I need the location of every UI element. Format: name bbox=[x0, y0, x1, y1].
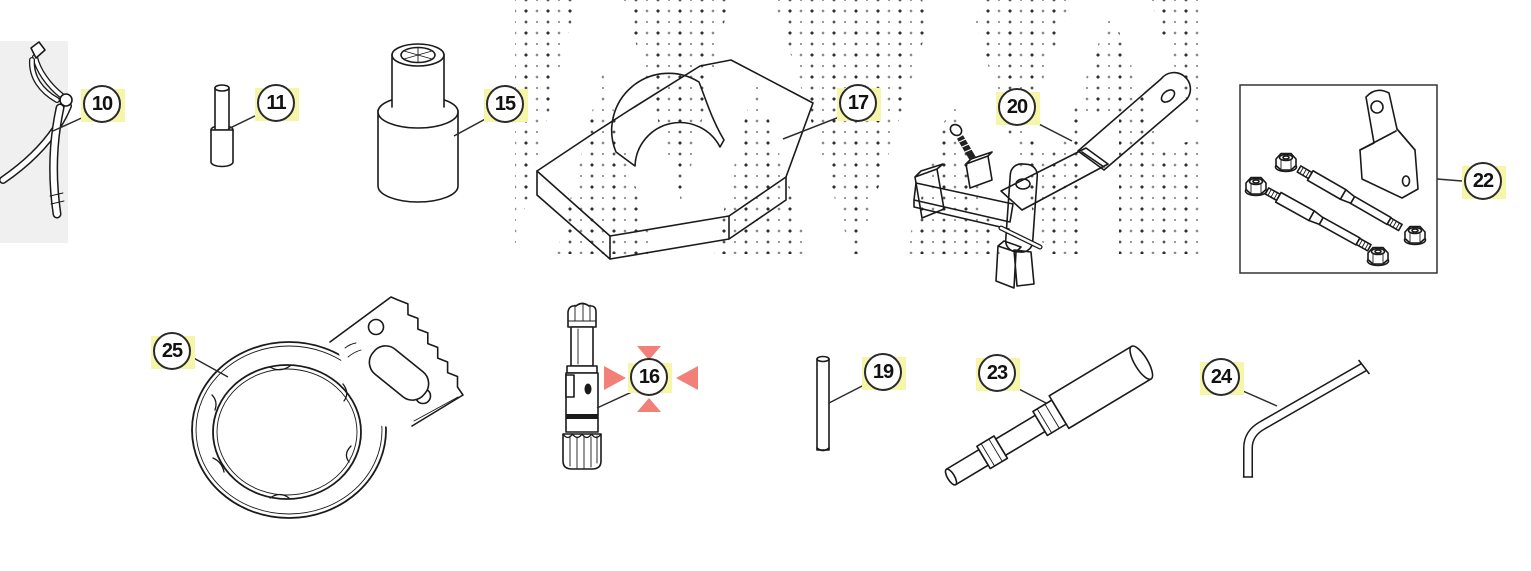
selection-arrow-up-icon bbox=[637, 398, 661, 412]
selection-arrow-left-icon bbox=[676, 366, 698, 390]
callout-number: 22 bbox=[1472, 169, 1494, 192]
callout-circle: 25 bbox=[153, 332, 191, 370]
callout-25[interactable]: 25 bbox=[151, 332, 195, 370]
callout-number: 20 bbox=[1006, 95, 1028, 118]
callout-circle: 20 bbox=[998, 88, 1036, 126]
callout-15[interactable]: 15 bbox=[484, 85, 528, 123]
selection-arrow-down-icon bbox=[637, 346, 661, 360]
callout-number: 19 bbox=[872, 360, 894, 383]
callout-number: 11 bbox=[266, 91, 286, 114]
callout-circle: 17 bbox=[839, 84, 877, 122]
callout-number: 25 bbox=[161, 339, 183, 362]
tool-hex-key[interactable] bbox=[1242, 359, 1370, 478]
tool-lever-bracket[interactable] bbox=[913, 71, 1192, 289]
tool-stud-kit[interactable] bbox=[1239, 84, 1438, 274]
nut bbox=[1274, 152, 1298, 173]
callout-number: 23 bbox=[986, 361, 1008, 384]
tool-holding-plate[interactable] bbox=[536, 59, 814, 260]
watermark-dots bbox=[515, 0, 1205, 254]
callout-circle: 22 bbox=[1464, 162, 1502, 200]
tool-stepped-drift[interactable] bbox=[938, 343, 1156, 495]
callout-24[interactable]: 24 bbox=[1200, 358, 1244, 396]
selection-arrow-right-icon bbox=[604, 366, 626, 390]
callout-circle: 10 bbox=[83, 85, 121, 123]
watermark-letter-gap bbox=[1083, 115, 1119, 254]
callout-22[interactable]: 22 bbox=[1462, 162, 1506, 200]
tool-ring-spanner[interactable] bbox=[191, 296, 465, 519]
callout-11[interactable]: 11 bbox=[255, 84, 299, 122]
callout-19[interactable]: 19 bbox=[862, 353, 906, 391]
callout-circle: 11 bbox=[257, 84, 295, 122]
callout-number: 10 bbox=[91, 92, 113, 115]
callout-circle: 24 bbox=[1202, 358, 1240, 396]
callout-10[interactable]: 10 bbox=[81, 85, 125, 123]
callout-circle: 23 bbox=[978, 354, 1016, 392]
callout-16[interactable]: 16 bbox=[630, 358, 668, 396]
callout-17[interactable]: 17 bbox=[837, 84, 881, 122]
nut bbox=[1244, 176, 1268, 197]
callout-20[interactable]: 20 bbox=[996, 88, 1040, 126]
tool-spline-socket[interactable] bbox=[377, 43, 459, 203]
callout-23[interactable]: 23 bbox=[976, 354, 1020, 392]
callout-circle: 15 bbox=[486, 85, 524, 123]
tool-pin-rod[interactable] bbox=[816, 355, 830, 452]
tool-dowel-pin[interactable] bbox=[210, 84, 234, 168]
callout-number: 24 bbox=[1210, 365, 1232, 388]
callout-number: 17 bbox=[847, 91, 869, 114]
callout-number: 16 bbox=[638, 365, 660, 388]
nut bbox=[1403, 225, 1427, 246]
callout-number: 15 bbox=[494, 92, 516, 115]
nut bbox=[1366, 246, 1390, 267]
tool-circlip-pliers[interactable] bbox=[0, 41, 73, 219]
tool-splined-driver[interactable] bbox=[562, 302, 602, 470]
callout-circle: 19 bbox=[864, 353, 902, 391]
